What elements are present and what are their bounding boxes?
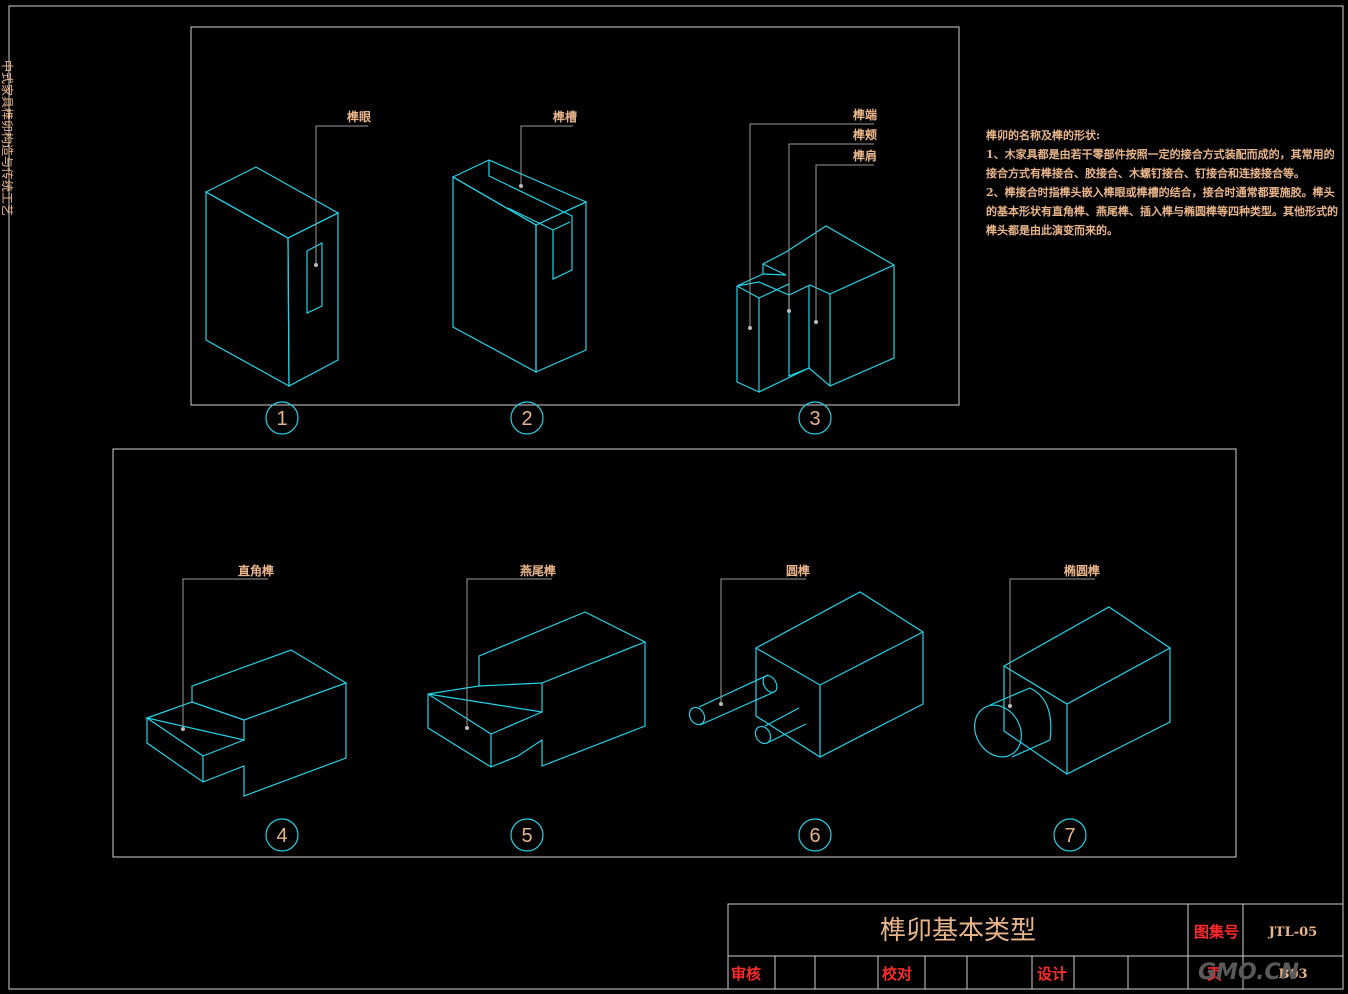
label-tenon-end: 榫端: [853, 107, 877, 122]
label-mortise: 榫眼: [347, 109, 371, 124]
label-oval-tenon: 椭圆榫: [1064, 563, 1100, 578]
figure-6-round-tenon: 圆榫: [688, 563, 925, 758]
label-tenon-shoulder: 榫肩: [853, 148, 877, 163]
label-groove: 榫槽: [553, 109, 577, 124]
figure-1-mortise: 榫眼: [204, 109, 371, 388]
figure-number-3: 3: [809, 408, 820, 430]
figure-number-4: 4: [276, 825, 287, 847]
note-line-1: 榫卯的名称及榫的形状:: [985, 128, 1100, 142]
label-straight-tenon: 直角榫: [238, 563, 274, 578]
watermark: GMO.CN: [1198, 960, 1299, 985]
design-label: 设计: [1037, 965, 1067, 983]
note-line-2: 1、木家具都是由若干零部件按照一定的接合方式装配而成的，其常用的: [986, 147, 1335, 161]
figure-numbers: 1 2 3 4 5 6 7: [265, 401, 1087, 852]
atlas-no-label: 图集号: [1194, 923, 1239, 941]
page-label: 页: [1207, 965, 1222, 983]
figure-4-straight-tenon: 直角榫: [144, 563, 348, 797]
title-block: 榫卯基本类型 图集号 JTL-05 审核 校对 设计 页 B03: [727, 903, 1344, 990]
figure-5-dovetail-tenon: 燕尾榫: [427, 563, 647, 768]
figure-number-7: 7: [1064, 825, 1075, 847]
label-dovetail-tenon: 燕尾榫: [520, 563, 556, 578]
page-number: B03: [1278, 967, 1307, 982]
drawing-title: 榫卯基本类型: [880, 916, 1036, 946]
figure-number-6: 6: [809, 825, 820, 847]
review-label: 审核: [731, 965, 761, 983]
figure-number-1: 1: [276, 408, 287, 430]
figure-2-groove: 榫槽: [451, 109, 588, 374]
lower-panel-frame: [112, 448, 1237, 858]
note-line-3: 接合方式有榫接合、胶接合、木螺钉接合、钉接合和连接接合等。: [986, 166, 1305, 180]
side-text: 中式家具榫卯构造与传统工艺: [0, 60, 15, 216]
upper-panel-frame: [190, 26, 960, 406]
label-tenon-cheek: 榫颊: [853, 127, 877, 142]
figure-3-tenon-parts: 榫端 榫颊 榫肩: [736, 107, 896, 393]
atlas-no: JTL-05: [1268, 925, 1317, 940]
notes-block: 榫卯的名称及榫的形状: 1、木家具都是由若干零部件按照一定的接合方式装配而成的，…: [985, 128, 1338, 237]
label-round-tenon: 圆榫: [786, 563, 810, 578]
note-line-5: 的基本形状有直角榫、燕尾榫、插入榫与椭圆榫等四种类型。其他形式的: [986, 204, 1338, 218]
note-line-4: 2、榫接合时指榫头嵌入榫眼或榫槽的结合，接合时通常都要施胶。榫头: [986, 185, 1335, 199]
sheet-border: [8, 5, 1344, 990]
figure-number-2: 2: [521, 408, 532, 430]
figure-7-oval-tenon: 椭圆榫: [974, 563, 1172, 775]
note-line-6: 榫头都是由此演变而来的。: [985, 223, 1118, 237]
figure-number-5: 5: [521, 825, 532, 847]
check-label: 校对: [882, 965, 912, 983]
